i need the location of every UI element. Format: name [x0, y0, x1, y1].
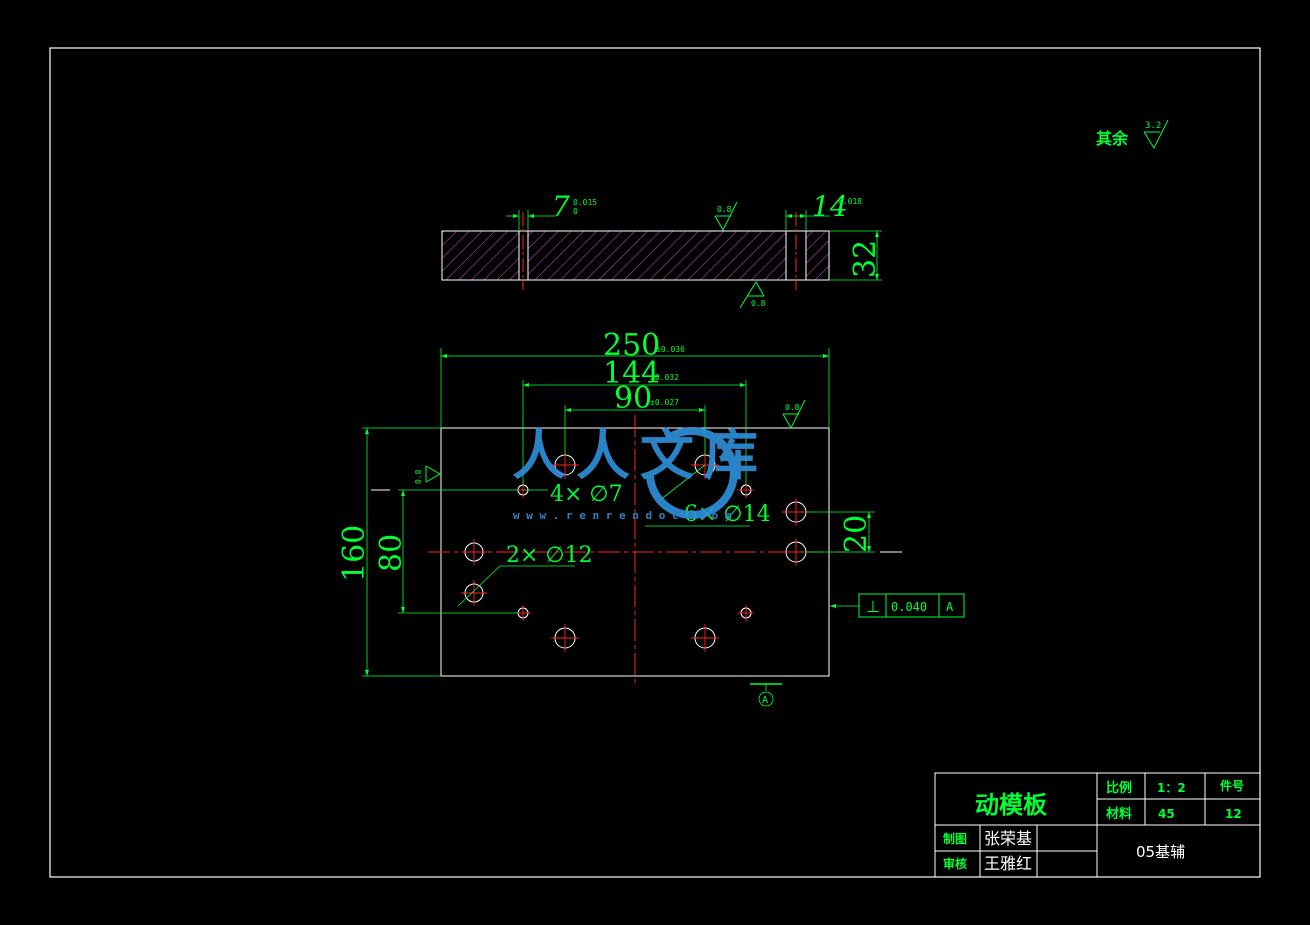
dim-144: 144 [603, 356, 660, 391]
dim-20: 20 [839, 515, 874, 553]
tol-144: ±0.032 [650, 373, 679, 382]
dim-32: 32 [848, 240, 883, 278]
tol-14-upper: 0.018 [838, 197, 862, 206]
roughness-top-value: 0.8 [717, 205, 732, 214]
dim-160: 160 [337, 525, 372, 582]
class-name: 05基辅 [1136, 843, 1185, 861]
tol-14-lower: 0 [838, 206, 843, 215]
callout-4x7: 4× ∅7 [550, 482, 623, 507]
drawn-by: 张荣基 [984, 829, 1032, 848]
tol-250: ±0.036 [656, 345, 685, 354]
roughness-bottom-value: 0.8 [751, 299, 766, 308]
perpendicularity-datum: A [946, 600, 954, 614]
tol-90: ±0.027 [650, 398, 679, 407]
section-view: 7 0.015 0 14 0.018 0 0.8 0.8 32 [441, 190, 883, 309]
watermark: 人人文库 w w w . r e n r e n d o c . c o m [512, 424, 768, 522]
roughness-value: 3.2 [1145, 121, 1161, 131]
part-no-value: 12 [1225, 807, 1242, 821]
part-no-label: 件号 [1220, 778, 1244, 793]
watermark-text: 人人文库 [512, 424, 768, 487]
other-surfaces-label: 其余 [1096, 129, 1129, 148]
tolerance-frame [858, 593, 965, 618]
material-label: 材料 [1106, 806, 1132, 822]
dim-90: 90 [614, 381, 652, 416]
dim-14: 14 [812, 190, 848, 223]
plan-view: 250 ±0.036 144 ±0.032 90 ±0.027 0.8 0.8 … [337, 328, 965, 707]
roughness-left-value: 0.8 [414, 469, 423, 484]
tol-7-lower: 0 [573, 207, 578, 216]
tol-7-upper: 0.015 [573, 198, 597, 207]
drawn-label: 制图 [943, 831, 967, 846]
watermark-url: w w w . r e n r e n d o c . c o m [513, 509, 732, 522]
surface-finish-note: 其余 3.2 [1096, 119, 1169, 150]
part-name: 动模板 [975, 791, 1048, 819]
dim-250: 250 [603, 328, 660, 363]
drawing-frame [49, 47, 1261, 878]
material-value: 45 [1158, 807, 1175, 821]
section-hatch-right [806, 231, 829, 280]
roughness-right-value: 0.8 [785, 403, 800, 412]
checked-by: 王雅红 [984, 854, 1032, 873]
scale-value: 1：2 [1157, 781, 1186, 795]
scale-label: 比例 [1106, 780, 1132, 796]
dim-7: 7 [552, 190, 570, 223]
perpendicularity-symbol: ⊥ [866, 597, 880, 616]
datum-circle [758, 691, 774, 707]
roughness-symbol [1143, 119, 1169, 150]
section-hatch-left [442, 231, 519, 280]
perpendicularity-value: 0.040 [891, 600, 927, 614]
dim-80: 80 [374, 534, 409, 572]
title-block: 动模板 比例 1：2 件号 材料 45 12 制图 张荣基 审核 王雅红 05基… [934, 772, 1261, 878]
section-outline [441, 230, 830, 281]
section-hatch-mid [528, 231, 786, 280]
datum-label: A [762, 695, 768, 706]
checked-label: 审核 [943, 856, 967, 871]
callout-2x12: 2× ∅12 [506, 543, 593, 568]
